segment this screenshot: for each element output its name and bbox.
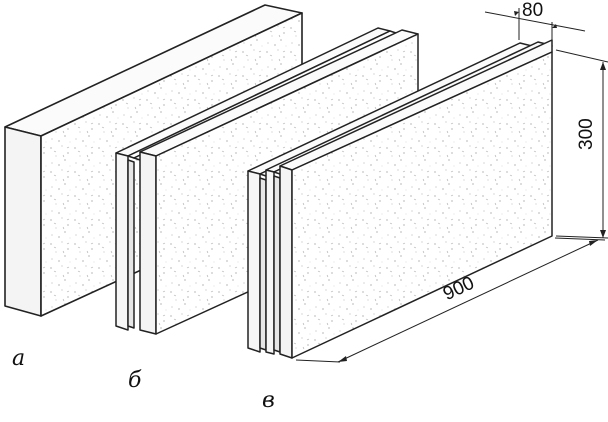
dimension-arrows	[338, 11, 606, 362]
label-v: в	[262, 388, 275, 413]
panel-b-front-edge	[139, 151, 157, 335]
panel-v-tongue1-edge	[259, 177, 267, 351]
panel-b-back-edge	[115, 152, 129, 331]
dimension-thickness: 80	[522, 0, 544, 21]
panel-v-face	[291, 51, 553, 359]
panel-v-tongue2-edge	[273, 175, 281, 353]
panel-v-mid-edge	[265, 169, 275, 355]
panel-a-front-edge	[4, 126, 42, 317]
panel-v-front-edge	[279, 165, 293, 359]
dimension-lines	[295, 8, 608, 363]
panel-v	[247, 39, 553, 359]
label-a: а	[12, 346, 26, 371]
panel-v-back-edge	[247, 170, 261, 353]
dimension-height: 300	[576, 118, 597, 150]
panel-b-tongue-edge	[127, 159, 135, 329]
label-b: б	[128, 368, 142, 393]
